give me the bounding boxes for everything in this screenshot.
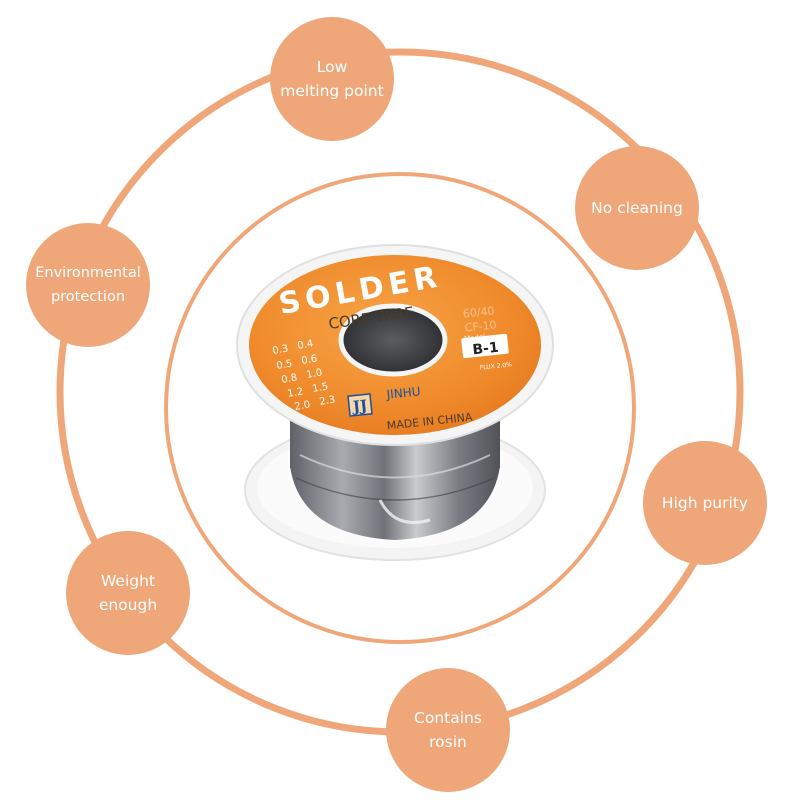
label-alloy: 60/40	[462, 304, 495, 320]
feature-label: High purity	[661, 494, 749, 512]
label-size: 0.5	[276, 358, 294, 372]
label-model: B-1	[472, 340, 500, 359]
spool-hole	[341, 306, 445, 374]
label-size: 1.2	[287, 386, 305, 400]
feature-low-melting-point: Low melting point	[270, 17, 394, 141]
label-logo-box	[347, 393, 373, 417]
feature-environmental-protection: Environmental protection	[26, 223, 150, 347]
label-maker: JINHU	[385, 384, 421, 402]
label-alloy-code: CF-10	[464, 318, 497, 334]
label-model-box	[461, 333, 509, 359]
label-size: 0.3	[272, 343, 290, 357]
feature-no-cleaning: No cleaning	[575, 146, 699, 270]
solder-spool: SOLDER CORE WIRE 60/40 CF-10 Model B-1 F…	[236, 244, 554, 561]
label-size: 0.4	[297, 338, 315, 352]
feature-label: No cleaning	[591, 199, 683, 217]
feature-label: Low melting point	[280, 58, 384, 100]
label-logo: JJ	[350, 396, 368, 416]
feature-label: Environmental protection	[35, 265, 141, 305]
inner-ring	[164, 172, 636, 644]
label-size: 1.0	[306, 367, 324, 381]
label-size: 0.6	[301, 353, 319, 367]
feature-label: Weight enough	[98, 572, 158, 614]
label-size: 2.0	[294, 399, 312, 413]
label-size: 2.3	[319, 394, 337, 408]
label-size: 1.5	[312, 381, 330, 395]
feature-high-purity: High purity	[643, 441, 767, 565]
label-size: 0.8	[281, 372, 299, 386]
feature-weight-enough: Weight enough	[66, 531, 190, 655]
label-size-list: 0.3 0.4 0.5 0.6 0.8 1.0 1.2 1.5 2.0 2.3	[272, 338, 337, 413]
feature-label: Contains rosin	[414, 709, 482, 751]
label-model-caption: Model	[464, 333, 486, 343]
label-flux: FLUX 2.0%	[479, 361, 512, 371]
feature-contains-rosin: Contains rosin	[386, 668, 510, 792]
